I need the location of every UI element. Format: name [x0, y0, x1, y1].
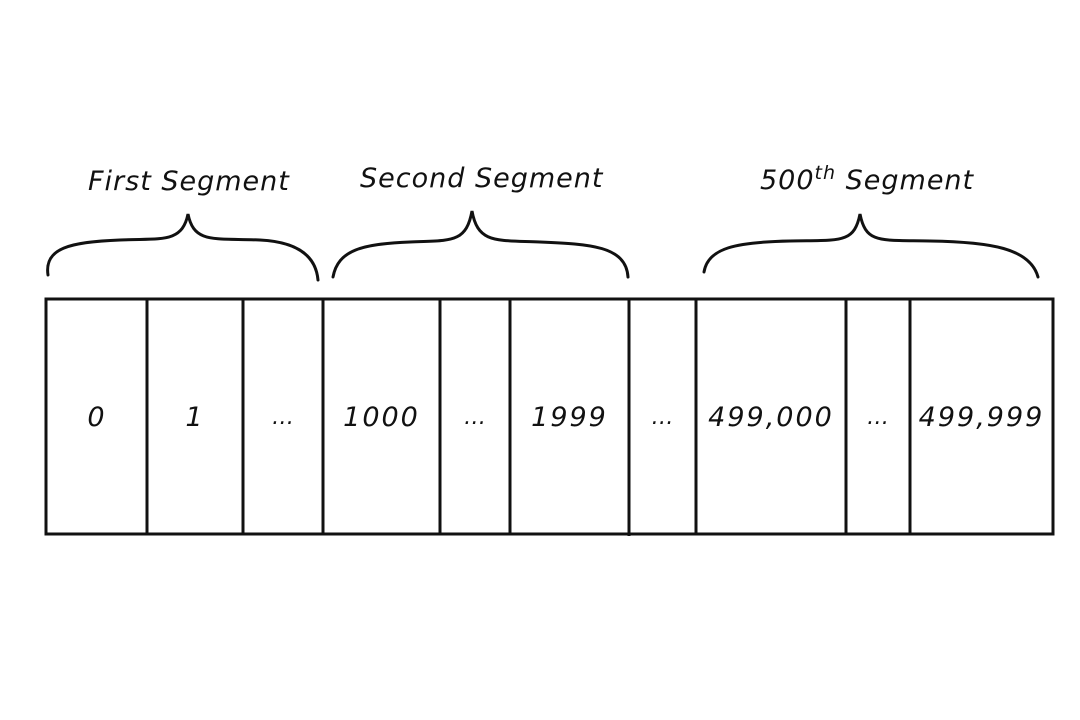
last-segment-name-rest: Segment: [836, 165, 975, 196]
second-segment-label: Second Segment: [360, 163, 604, 194]
array-outline: [44, 297, 1055, 536]
second-segment-brace: [331, 210, 630, 279]
array-cell: 499,000: [708, 401, 834, 433]
array-cell: 1999: [531, 401, 608, 433]
first-segment-label: First Segment: [88, 166, 290, 197]
first-segment-brace: [46, 213, 320, 282]
array-cell: 0: [87, 401, 107, 433]
array-cell: 1000: [343, 401, 420, 433]
array-cell-ellipsis: …: [651, 404, 674, 430]
array-cell: 1: [185, 401, 205, 433]
array-cell-ellipsis: …: [272, 404, 294, 430]
last-segment-ordinal-number: 500: [760, 165, 815, 196]
last-segment-ordinal-suffix: th: [814, 162, 837, 184]
array-cell-ellipsis: …: [464, 404, 486, 430]
array-cell-ellipsis: …: [867, 404, 889, 430]
array-cell: 499,999: [918, 401, 1045, 433]
last-segment-brace: [702, 213, 1040, 279]
last-segment-label: 500th Segment: [760, 162, 975, 197]
